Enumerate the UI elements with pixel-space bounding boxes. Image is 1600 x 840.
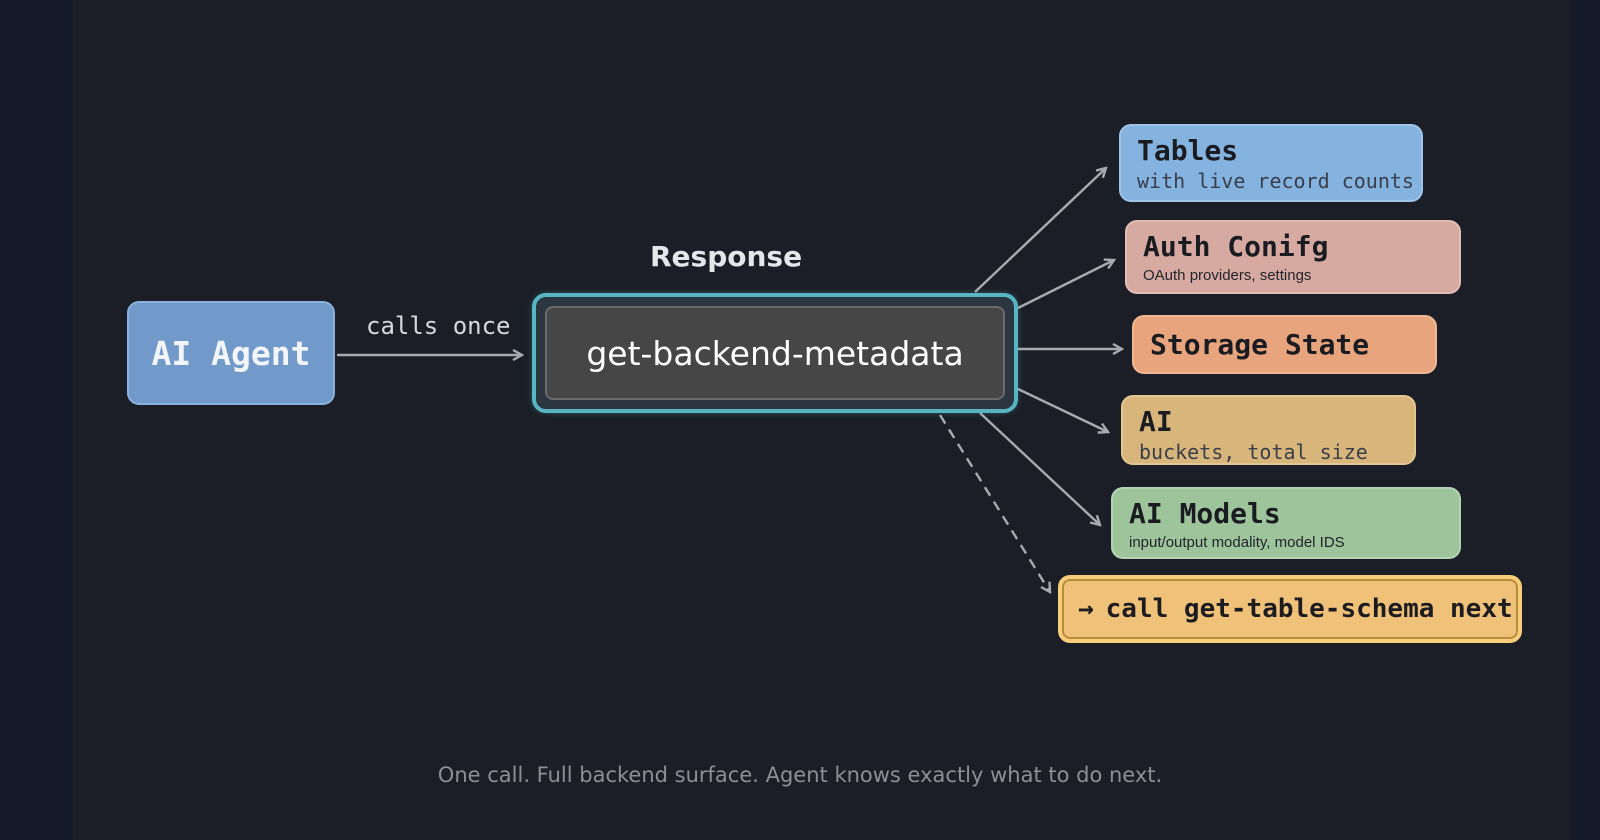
next-step-label: call get-table-schema next [1105,594,1513,624]
arrow-to-ai [1017,387,1108,432]
arrow-to-models [979,412,1100,525]
auth-config-node: Auth Conifg OAuth providers, settings [1125,220,1461,294]
endpoint-node: get-backend-metadata [532,293,1018,413]
auth-config-subtitle: OAuth providers, settings [1143,267,1312,284]
endpoint-label: get-backend-metadata [586,333,964,373]
endpoint-inner: get-backend-metadata [545,306,1005,400]
auth-config-title: Auth Conifg [1143,230,1329,263]
ai-agent-node: AI Agent [127,301,335,405]
tables-node: Tables with live record counts [1119,124,1423,202]
tables-title: Tables [1137,134,1239,167]
ai-subtitle: buckets, total size [1139,440,1368,464]
response-label: Response [650,240,803,273]
ai-node: AI buckets, total size [1121,395,1416,465]
arrow-to-auth [1017,260,1114,310]
tables-subtitle: with live record counts [1137,169,1414,193]
storage-state-node: Storage State [1132,315,1437,374]
ai-models-title: AI Models [1129,497,1281,530]
ai-agent-label: AI Agent [151,333,311,373]
caption: One call. Full backend surface. Agent kn… [437,763,1163,787]
storage-state-title: Storage State [1150,327,1370,361]
ai-models-subtitle: input/output modality, model IDS [1129,534,1345,551]
next-step-arrow-icon: → [1078,594,1094,624]
arrow-to-tables [974,168,1106,293]
dashed-arrow-to-next [938,414,1050,592]
edge-label-calls-once: calls once [366,312,511,340]
next-step-node: → call get-table-schema next [1058,575,1522,643]
ai-models-node: AI Models input/output modality, model I… [1111,487,1461,559]
ai-title: AI [1139,405,1173,438]
